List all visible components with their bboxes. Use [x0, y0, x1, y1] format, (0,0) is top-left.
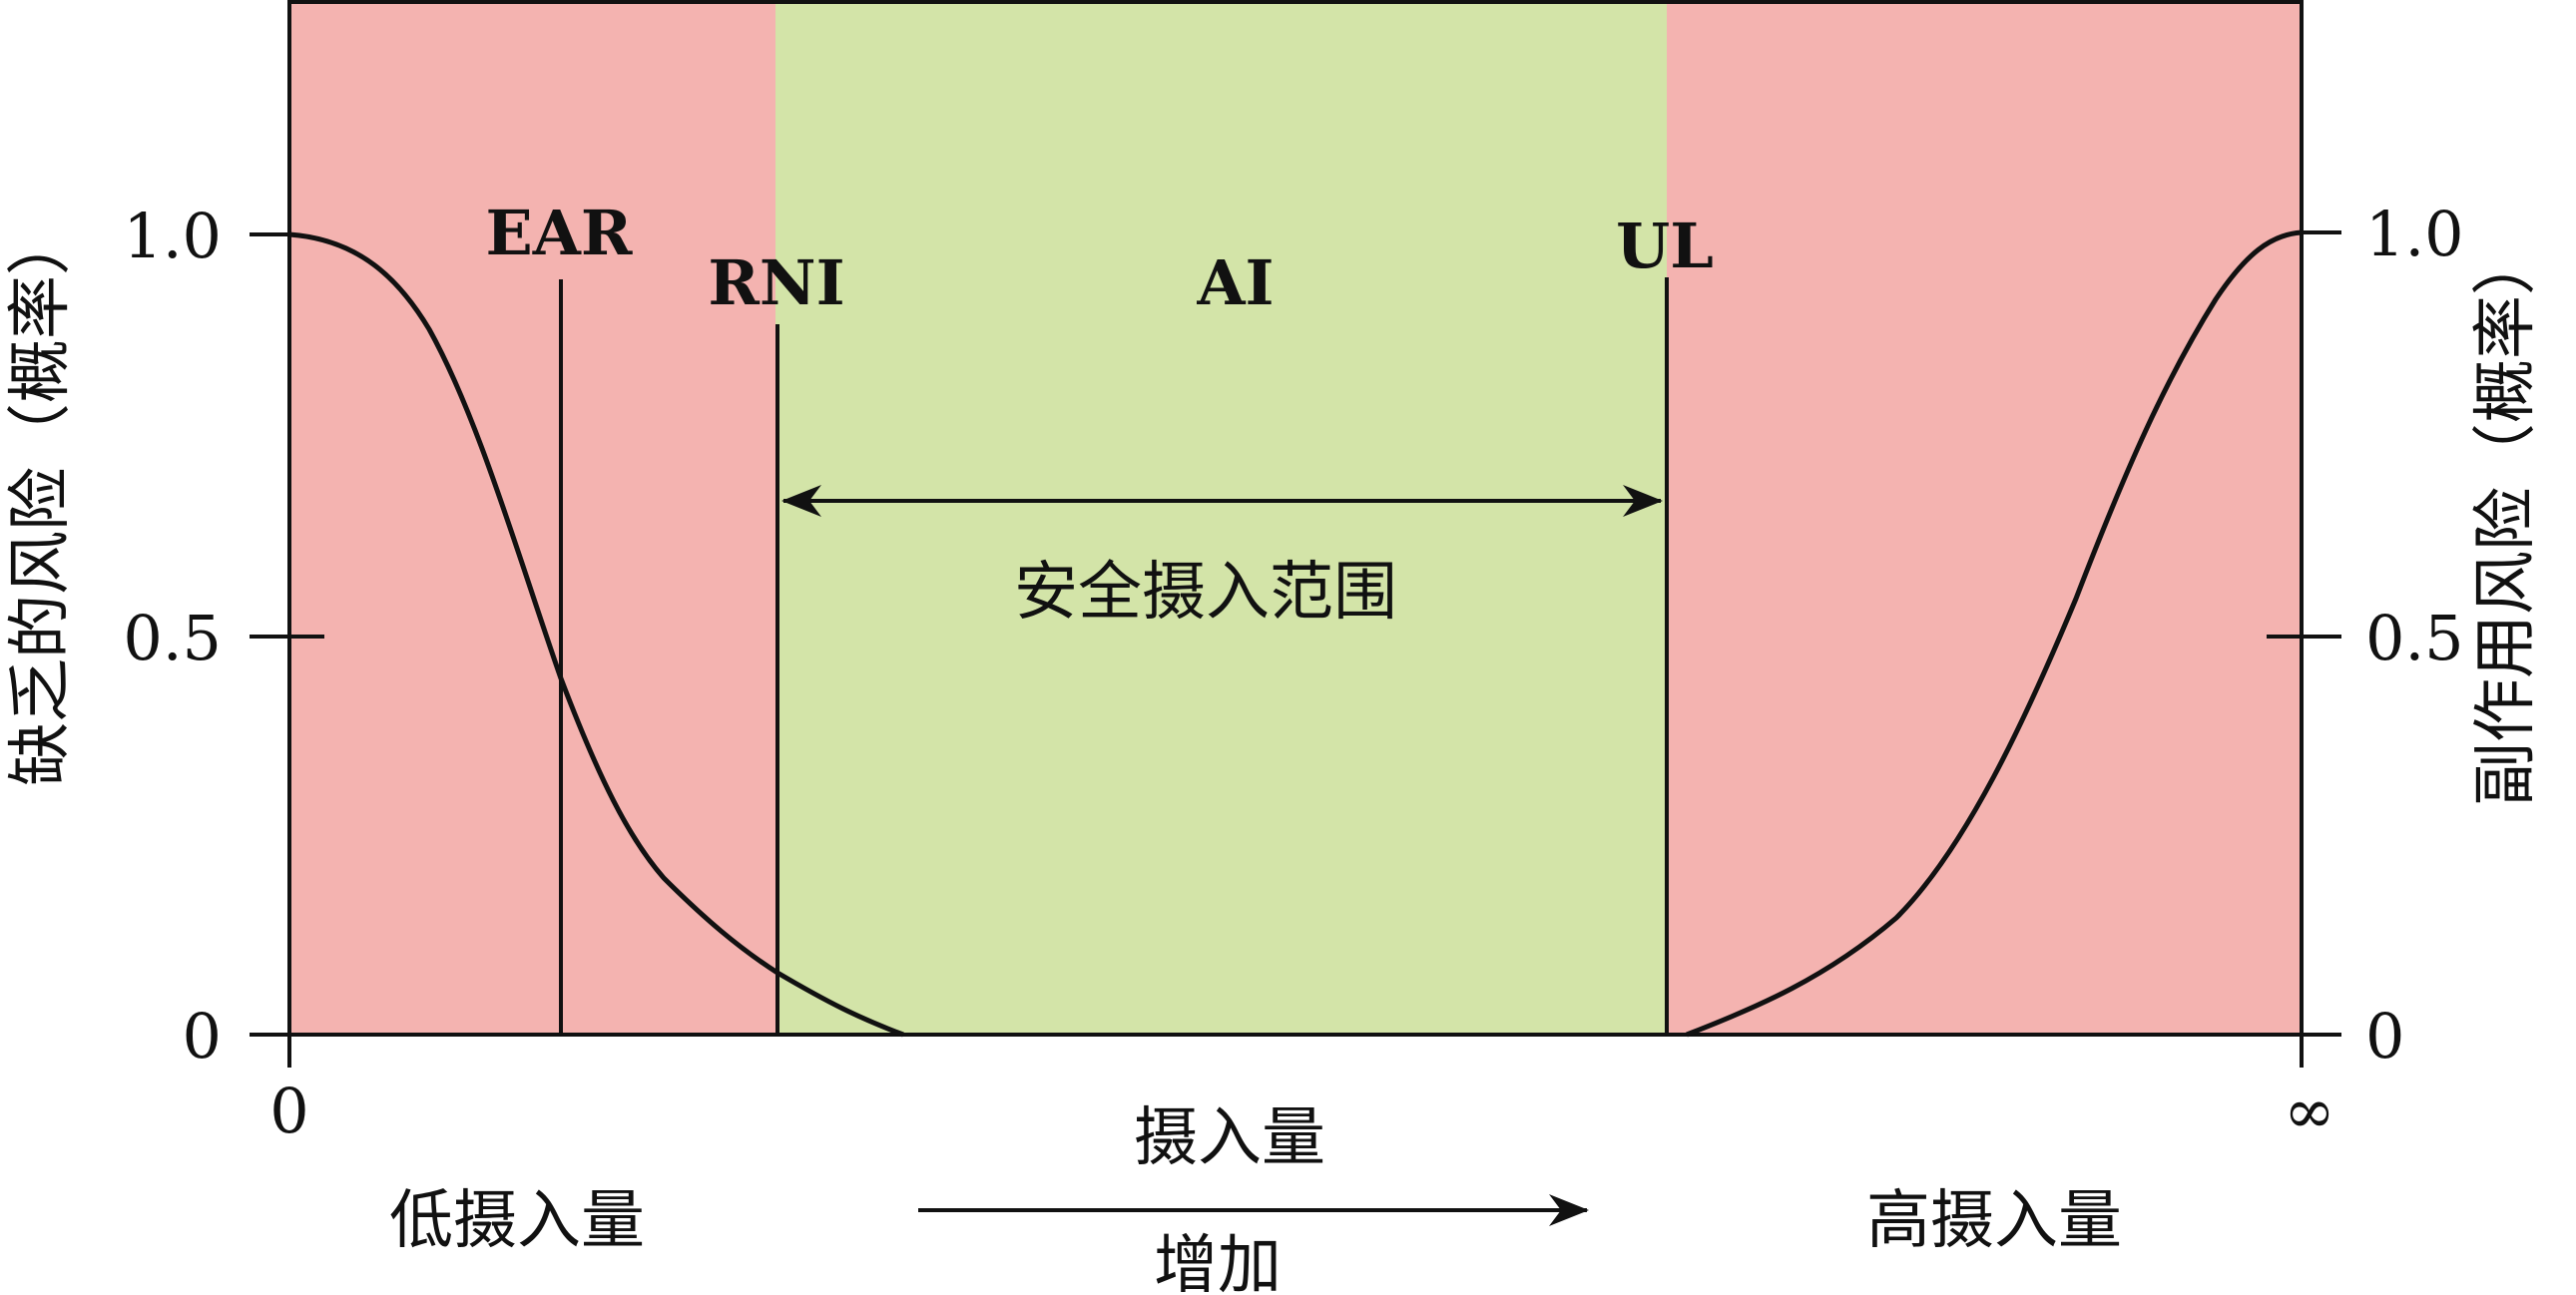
x-axis-label: 摄入量	[1134, 1101, 1325, 1175]
right-tick-label-05: 0.5	[2365, 602, 2464, 674]
ear-label: EAR	[486, 197, 633, 269]
high-intake-label: 高摄入量	[1866, 1184, 2122, 1258]
deficiency-risk-curve	[288, 231, 904, 1038]
ul-label: UL	[1616, 210, 1714, 282]
x-end-label: ∞	[2284, 1075, 2335, 1147]
rni-label: RNI	[708, 246, 844, 319]
ai-label: AI	[1196, 246, 1274, 319]
right-tick-label-0: 0	[2365, 1000, 2404, 1073]
increase-label: 增加	[1154, 1229, 1282, 1295]
safe-intake-zone	[775, 0, 1667, 1035]
left-tick-label-05: 0.5	[123, 602, 222, 674]
low-risk-zone	[289, 0, 775, 1035]
side-effect-risk-curve	[1686, 229, 2303, 1038]
low-intake-label: 低摄入量	[389, 1184, 645, 1258]
right-tick-label-1: 1.0	[2365, 198, 2464, 270]
left-axis-label: 缺乏的风险（概率）	[4, 212, 78, 786]
safe-range-label: 安全摄入范围	[1014, 556, 1397, 630]
right-axis-label: 副作用风险（概率）	[2469, 231, 2543, 806]
x-start-label: 0	[269, 1075, 308, 1147]
high-risk-zone	[1667, 0, 2302, 1035]
left-tick-label-1: 1.0	[123, 200, 222, 272]
left-tick-label-0: 0	[183, 1000, 222, 1073]
